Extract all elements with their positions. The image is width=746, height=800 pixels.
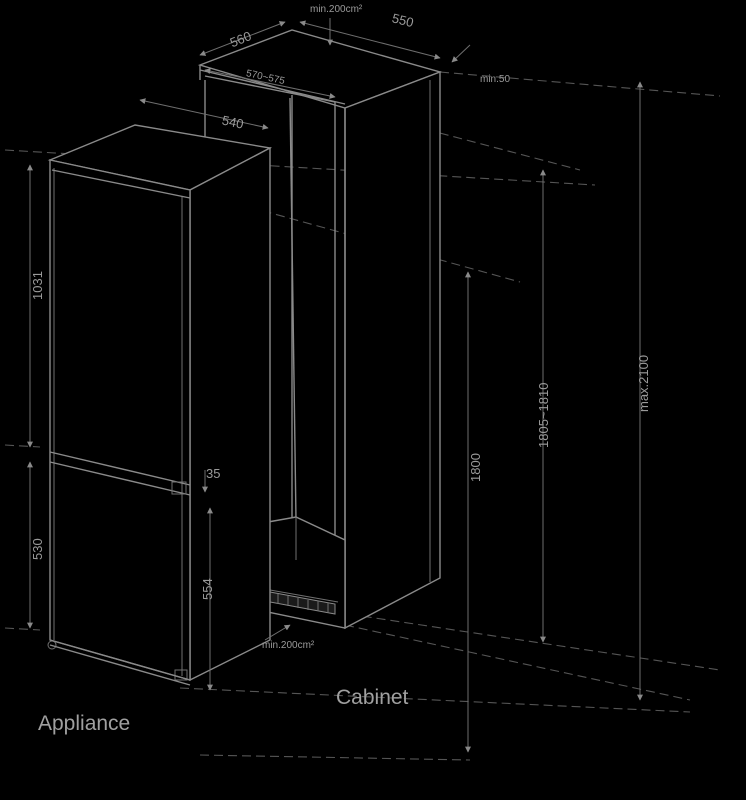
- label-1031: 1031: [30, 271, 45, 300]
- appliance-drawing: [47, 124, 273, 686]
- label-max-2100: max.2100: [636, 355, 651, 412]
- label-min-200-bottom: min.200cm²: [262, 640, 315, 651]
- label-cabinet: Cabinet: [336, 686, 409, 709]
- label-appliance: Appliance: [38, 712, 130, 735]
- label-35: 35: [206, 466, 220, 481]
- dimension-lines: [27, 18, 643, 753]
- label-1800: 1800: [468, 453, 483, 482]
- label-min-50: min.50: [480, 74, 510, 85]
- label-530: 530: [30, 538, 45, 560]
- label-550: 550: [391, 10, 416, 30]
- label-554: 554: [200, 578, 215, 600]
- label-1805-1810: 1805~1810: [536, 383, 551, 448]
- label-min-200-top: min.200cm²: [310, 4, 363, 15]
- label-540: 540: [221, 112, 245, 131]
